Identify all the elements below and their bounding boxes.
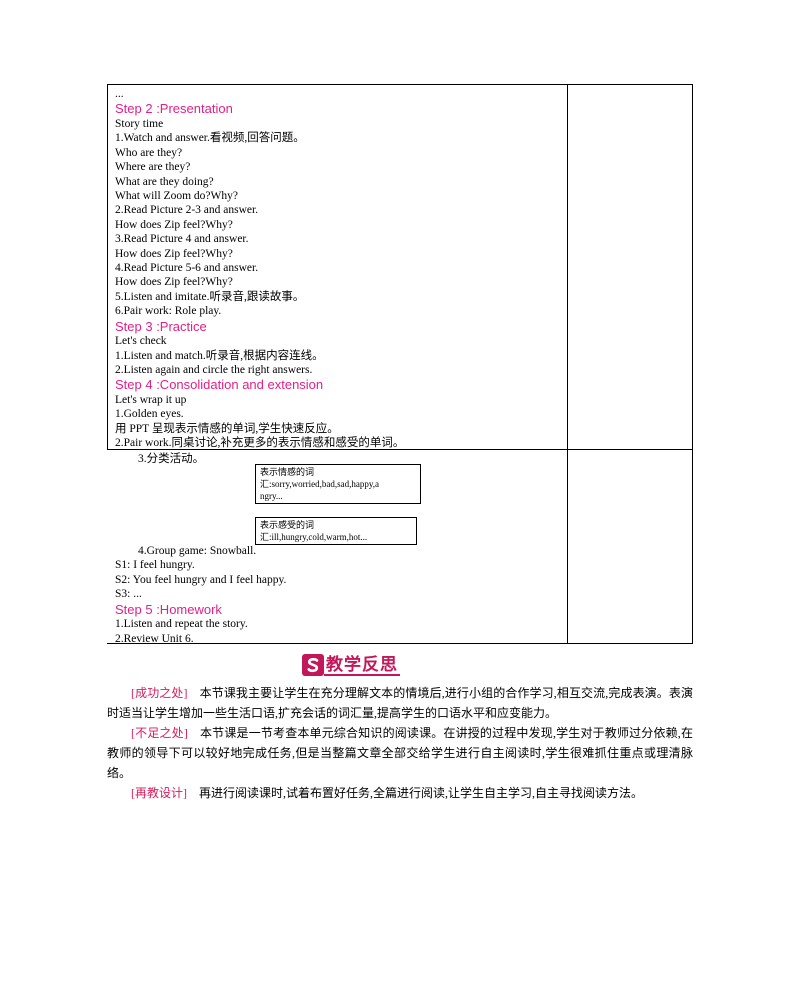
procedure-line: 1.Golden eyes.: [115, 408, 184, 421]
step-heading: Step 5 :Homework: [115, 601, 222, 617]
classify-activity-label: 3.分类活动。: [138, 453, 205, 465]
procedure-line: 1.Listen and match.听录音,根据内容连线。: [115, 349, 324, 362]
procedure-line: Where are they?: [115, 161, 191, 174]
procedure-line: Let's wrap it up: [115, 393, 187, 406]
procedure-line: ...: [115, 88, 124, 100]
table-border-right: [692, 84, 693, 644]
procedure-line: 2.Listen again and circle the right answ…: [115, 363, 313, 376]
reflection-paragraph: [成功之处]本节课我主要让学生在充分理解文本的情境后,进行小组的合作学习,相互交…: [107, 683, 693, 723]
procedure-line: 4.Read Picture 5-6 and answer.: [115, 261, 259, 274]
procedure-cell-lower: 4.Group game: Snowball. S1: I feel hungry…: [115, 544, 563, 646]
procedure-line: 5.Listen and imitate.听录音,跟读故事。: [115, 290, 305, 303]
reflection-text: 本节课是一节考查本单元综合知识的阅读课。在讲授的过程中发现,学生对于教师过分依赖…: [107, 726, 693, 780]
teaching-reflection-header: 教学反思: [302, 654, 400, 676]
procedure-line: 用 PPT 呈现表示情感的单词,学生快速反应。: [115, 422, 339, 435]
procedure-line: How does Zip feel?Why?: [115, 276, 233, 289]
emotion-box-line: 表示情感的词: [260, 467, 315, 477]
procedure-line: Who are they?: [115, 146, 183, 159]
procedure-line: 1.Watch and answer.看视频,回答问题。: [115, 132, 305, 145]
procedure-line: 2.Review Unit 6.: [115, 632, 194, 645]
procedure-line: 1.Listen and repeat the story.: [115, 618, 248, 631]
procedure-line: How does Zip feel?Why?: [115, 218, 233, 231]
procedure-line: Let's check: [115, 335, 167, 348]
table-row-divider: [107, 449, 693, 450]
reflection-tag: [不足之处]: [131, 726, 188, 740]
table-column-divider: [567, 84, 568, 644]
table-border-bottom: [107, 643, 693, 644]
emotion-box-line: ngry...: [260, 491, 283, 501]
procedure-line: 2.Pair work.同桌讨论,补充更多的表示情感和感受的单词。: [115, 437, 405, 450]
procedure-line: S3: ...: [115, 588, 142, 601]
step-heading: Step 2 :Presentation: [115, 101, 233, 117]
procedure-line: What are they doing?: [115, 175, 214, 188]
reflection-text: 本节课我主要让学生在充分理解文本的情境后,进行小组的合作学习,相互交流,完成表演…: [107, 686, 693, 720]
procedure-line: S1: I feel hungry.: [115, 559, 195, 572]
s-badge-icon: [302, 654, 324, 676]
procedure-line: How does Zip feel?Why?: [115, 247, 233, 260]
emotion-box-line: 汇:sorry,worried,bad,sad,happy,a: [260, 479, 380, 489]
step-heading: Step 3 :Practice: [115, 318, 207, 334]
feeling-box-line: 汇:ill,hungry,cold,warm,hot...: [260, 532, 368, 542]
procedure-line: 3.Read Picture 4 and answer.: [115, 233, 249, 246]
table-border-left: [107, 84, 108, 449]
title-underline: [324, 674, 400, 676]
reflection-paragraph: [不足之处]本节课是一节考查本单元综合知识的阅读课。在讲授的过程中发现,学生对于…: [107, 723, 693, 783]
feeling-words-box: 表示感受的词 汇:ill,hungry,cold,warm,hot...: [255, 517, 417, 545]
procedure-line: Story time: [115, 117, 164, 130]
reflection-tag: [成功之处]: [131, 686, 188, 700]
reflection-text: 再进行阅读课时,试着布置好任务,全篇进行阅读,让学生自主学习,自主寻找阅读方法。: [199, 786, 644, 800]
procedure-line: What will Zoom do?Why?: [115, 189, 238, 202]
table-border-top: [107, 84, 693, 85]
reflection-paragraphs: [成功之处]本节课我主要让学生在充分理解文本的情境后,进行小组的合作学习,相互交…: [107, 683, 693, 803]
procedure-line: 2.Read Picture 2-3 and answer.: [115, 204, 259, 217]
procedure-line: 4.Group game: Snowball.: [138, 545, 257, 557]
procedure-line: 6.Pair work: Role play.: [115, 305, 222, 318]
reflection-paragraph: [再教设计] 再进行阅读课时,试着布置好任务,全篇进行阅读,让学生自主学习,自主寻…: [107, 783, 693, 803]
procedure-line: S2: You feel hungry and I feel happy.: [115, 573, 287, 586]
reflection-title: 教学反思: [326, 655, 398, 675]
step-heading: Step 4 :Consolidation and extension: [115, 377, 324, 393]
feeling-box-line: 表示感受的词: [260, 520, 315, 530]
reflection-tag: [再教设计]: [131, 786, 187, 800]
emotion-words-box: 表示情感的词 汇:sorry,worried,bad,sad,happy,a n…: [255, 464, 421, 504]
